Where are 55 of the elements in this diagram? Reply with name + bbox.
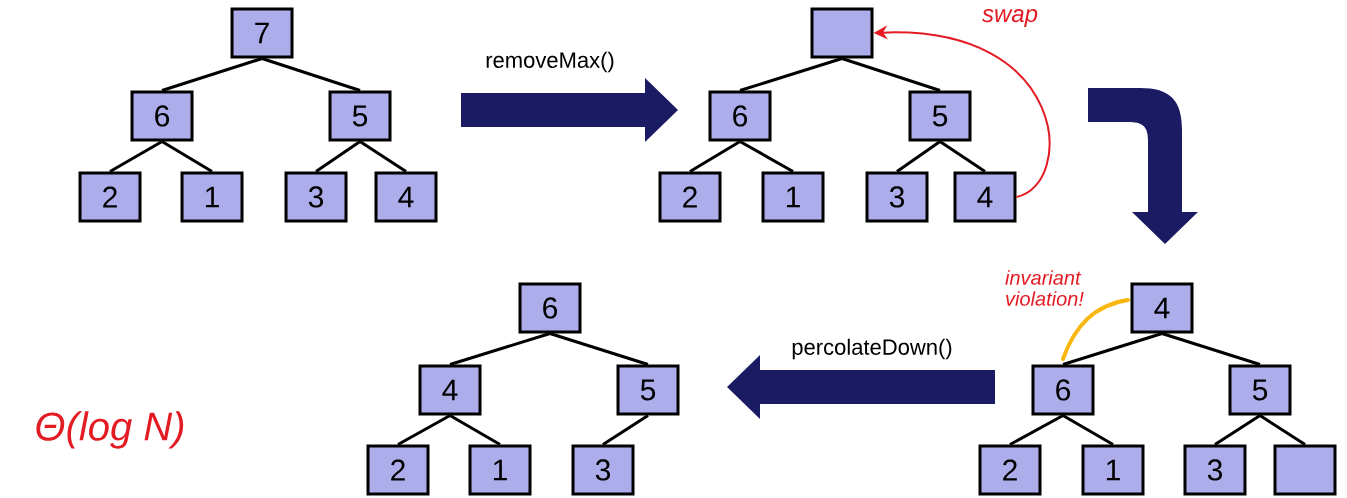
tree-edge [1062,332,1163,366]
tree-edge [549,332,649,366]
tree-node: 5 [616,364,680,416]
tree-node: 4 [418,364,482,416]
tree-node: 5 [1228,364,1292,416]
tree-edge [939,140,986,173]
tree-edge [1062,414,1114,446]
tree-node: 1 [468,444,532,496]
tree-edge [261,57,361,92]
tree-node: 4 [953,171,1017,223]
tree-edge [1161,332,1261,366]
tree-node: 2 [658,171,722,223]
tree-edge [739,140,794,173]
tree-node: 5 [328,90,392,142]
tree-node: 7 [230,7,294,59]
tree-node: 6 [1031,364,1095,416]
edge-label: swap [982,9,1038,27]
tree-edge [602,414,649,446]
tree-node: 2 [978,444,1042,496]
operation-label: percolateDown() [792,338,952,360]
tree-edge [359,140,407,173]
tree-node: 6 [130,90,194,142]
tree-node: 6 [518,282,582,334]
annotation-text: invariant violation! [1005,270,1084,306]
tree-edge [315,140,361,173]
tree-edge [689,140,741,173]
tree-node: 4 [1130,282,1194,334]
tree-node [810,7,874,59]
tree-edge [109,140,163,173]
tree-edge [1259,414,1306,446]
tree-node: 3 [284,171,348,223]
tree-edge [739,57,843,92]
tree-node: 1 [180,171,244,223]
tree-node: 6 [708,90,772,142]
tree-node: 1 [761,171,825,223]
tree-node: 2 [78,171,142,223]
tree-node: 2 [366,444,430,496]
tree-node: 3 [865,171,929,223]
operation-label: removeMax() [486,51,614,73]
tree-edge [449,414,501,446]
tree-node: 3 [1183,444,1247,496]
tree-edge [841,57,941,92]
tree-edge [896,140,941,173]
tree-edge [1214,414,1261,446]
tree-edge [397,414,451,446]
tree-node: 1 [1081,444,1145,496]
tree-node: 4 [374,171,438,223]
tree-edge [161,140,213,173]
tree-node: 3 [571,444,635,496]
tree-edge [161,57,263,92]
tree-node [1273,444,1337,496]
complexity-label: Θ(log N) [36,411,184,449]
tree-node: 5 [908,90,972,142]
tree-edge [1009,414,1064,446]
tree-edge [449,332,551,366]
